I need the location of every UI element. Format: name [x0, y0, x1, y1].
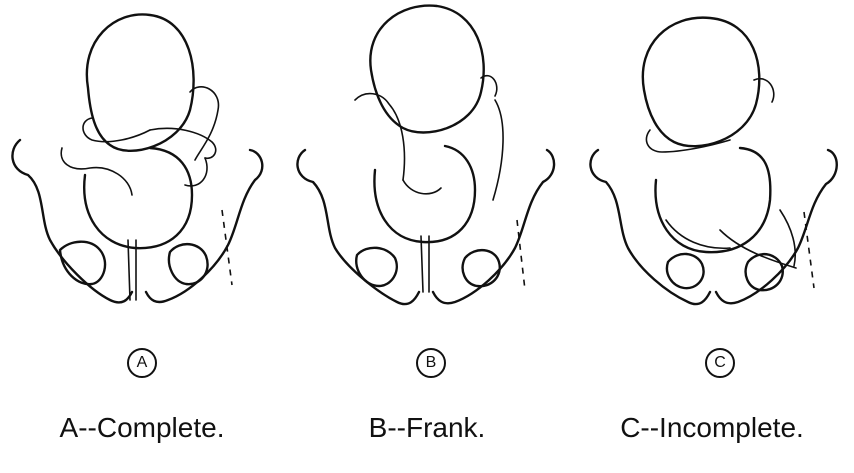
- panel-c: C C--Incomplete.: [570, 0, 854, 473]
- panel-c-badge: C: [705, 348, 735, 378]
- panel-a-caption: A--Complete.: [0, 412, 284, 444]
- panel-b: B B--Frank.: [285, 0, 569, 473]
- panel-c-caption: C--Incomplete.: [570, 412, 854, 444]
- panel-a: A A--Complete.: [0, 0, 284, 473]
- panel-b-caption: B--Frank.: [285, 412, 569, 444]
- panel-b-badge: B: [416, 348, 446, 378]
- frank-breech-illustration: [285, 0, 569, 340]
- panel-a-badge: A: [127, 348, 157, 378]
- complete-breech-illustration: [0, 0, 284, 340]
- incomplete-breech-illustration: [570, 0, 854, 340]
